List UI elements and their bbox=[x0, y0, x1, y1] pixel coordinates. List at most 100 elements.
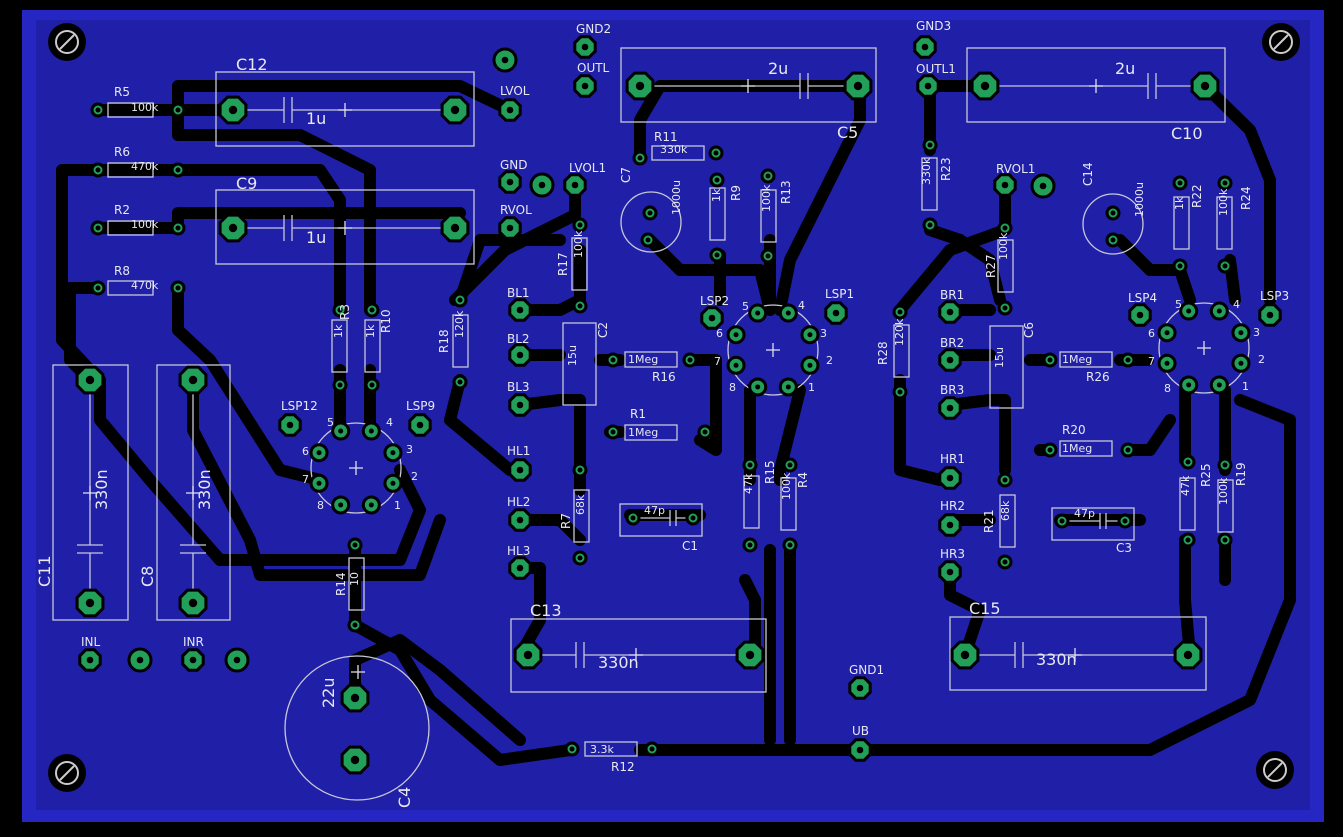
pad bbox=[1105, 232, 1121, 248]
pad bbox=[492, 47, 518, 73]
pad bbox=[573, 35, 597, 59]
pad bbox=[1179, 301, 1199, 321]
pad bbox=[513, 640, 543, 670]
r10-body bbox=[364, 319, 381, 373]
silk-label: 330n bbox=[598, 653, 639, 672]
silk-label: 1Meg bbox=[1062, 353, 1092, 366]
pad bbox=[605, 424, 621, 440]
r14-body bbox=[348, 557, 365, 611]
silk-label: BR2 bbox=[940, 336, 964, 350]
silk-label: 3.3k bbox=[590, 743, 614, 756]
pad bbox=[498, 170, 522, 194]
c6-outline bbox=[989, 325, 1024, 409]
silk-label: 22u bbox=[319, 678, 338, 709]
silk-label: 330k bbox=[660, 143, 688, 156]
pad bbox=[632, 150, 648, 166]
silk-label: 1Meg bbox=[628, 426, 658, 439]
silk-label: C12 bbox=[236, 55, 268, 74]
silk-label: 1u bbox=[306, 109, 326, 128]
pad bbox=[913, 35, 937, 59]
pad bbox=[709, 172, 725, 188]
r22-body bbox=[1173, 196, 1190, 250]
pad bbox=[78, 648, 102, 672]
silk-label: GND bbox=[500, 158, 528, 172]
c1-outline bbox=[619, 503, 703, 537]
pad bbox=[75, 365, 105, 395]
pad bbox=[572, 550, 588, 566]
ic-pin-number: 5 bbox=[742, 300, 749, 313]
ic-left-outline bbox=[310, 422, 402, 514]
mounting-holes bbox=[48, 23, 1300, 792]
silk-label: R16 bbox=[652, 370, 676, 384]
pad bbox=[383, 443, 403, 463]
pad bbox=[782, 457, 798, 473]
silk-label: 100k bbox=[131, 218, 159, 231]
silk-label: 100k bbox=[1217, 188, 1230, 216]
silk-label: LSP2 bbox=[700, 294, 729, 308]
pad bbox=[563, 173, 587, 197]
ic-pin-number: 7 bbox=[1148, 355, 1155, 368]
ic-pin-number: 6 bbox=[302, 445, 309, 458]
r11-body bbox=[651, 145, 705, 161]
silk-label: R3 bbox=[338, 304, 352, 320]
ic-pin-number: 4 bbox=[798, 299, 805, 312]
pad bbox=[508, 508, 532, 532]
pad bbox=[938, 300, 962, 324]
silk-label: HL2 bbox=[507, 495, 530, 509]
silk-label: 1k bbox=[332, 324, 345, 338]
ic-pin-number: 2 bbox=[826, 354, 833, 367]
silk-label: C11 bbox=[35, 555, 54, 587]
c2-outline bbox=[562, 322, 597, 406]
silk-label: BL2 bbox=[507, 332, 530, 346]
silk-label: HL1 bbox=[507, 444, 530, 458]
r24-body bbox=[1216, 196, 1233, 250]
ic-pin-number: 1 bbox=[808, 381, 815, 394]
silk-label: C4 bbox=[395, 787, 414, 808]
pad bbox=[644, 741, 660, 757]
pad bbox=[170, 220, 186, 236]
silk-label: 47k bbox=[742, 473, 755, 494]
silk-label: R20 bbox=[1062, 423, 1086, 437]
silk-label: 330n bbox=[195, 469, 214, 510]
pad bbox=[498, 98, 522, 122]
pad bbox=[1120, 442, 1136, 458]
r21-body bbox=[999, 494, 1016, 548]
ic-pin-number: 6 bbox=[1148, 327, 1155, 340]
pad bbox=[1172, 258, 1188, 274]
pad bbox=[170, 102, 186, 118]
r6-body bbox=[107, 162, 154, 178]
pad bbox=[1105, 205, 1121, 221]
pad bbox=[90, 220, 106, 236]
c4-outline bbox=[284, 655, 430, 801]
pad bbox=[843, 71, 873, 101]
pad bbox=[181, 648, 205, 672]
pad bbox=[1190, 71, 1220, 101]
silk-label: GND2 bbox=[576, 22, 611, 36]
pad bbox=[938, 513, 962, 537]
silk-label: R4 bbox=[796, 472, 810, 488]
origin-cross bbox=[351, 665, 365, 679]
pad bbox=[90, 280, 106, 296]
pad bbox=[625, 510, 641, 526]
r20-body bbox=[1059, 440, 1113, 457]
silk-label: R7 bbox=[559, 513, 573, 529]
pad bbox=[748, 303, 768, 323]
c11-outline bbox=[52, 364, 129, 621]
pad bbox=[697, 424, 713, 440]
pad bbox=[332, 302, 348, 318]
silk-label: INR bbox=[183, 635, 204, 649]
pad bbox=[640, 232, 656, 248]
silk-label: HR1 bbox=[940, 452, 965, 466]
pad bbox=[726, 325, 746, 345]
pad bbox=[564, 741, 580, 757]
ic-pin-number: 8 bbox=[1164, 382, 1171, 395]
silk-label: 100k bbox=[997, 232, 1010, 260]
r15-body bbox=[743, 475, 760, 529]
pad bbox=[331, 421, 351, 441]
ic-right-outline bbox=[1158, 302, 1250, 394]
pad bbox=[331, 495, 351, 515]
pad bbox=[361, 421, 381, 441]
pads bbox=[75, 35, 1282, 775]
silk-label: 120k bbox=[893, 318, 906, 346]
